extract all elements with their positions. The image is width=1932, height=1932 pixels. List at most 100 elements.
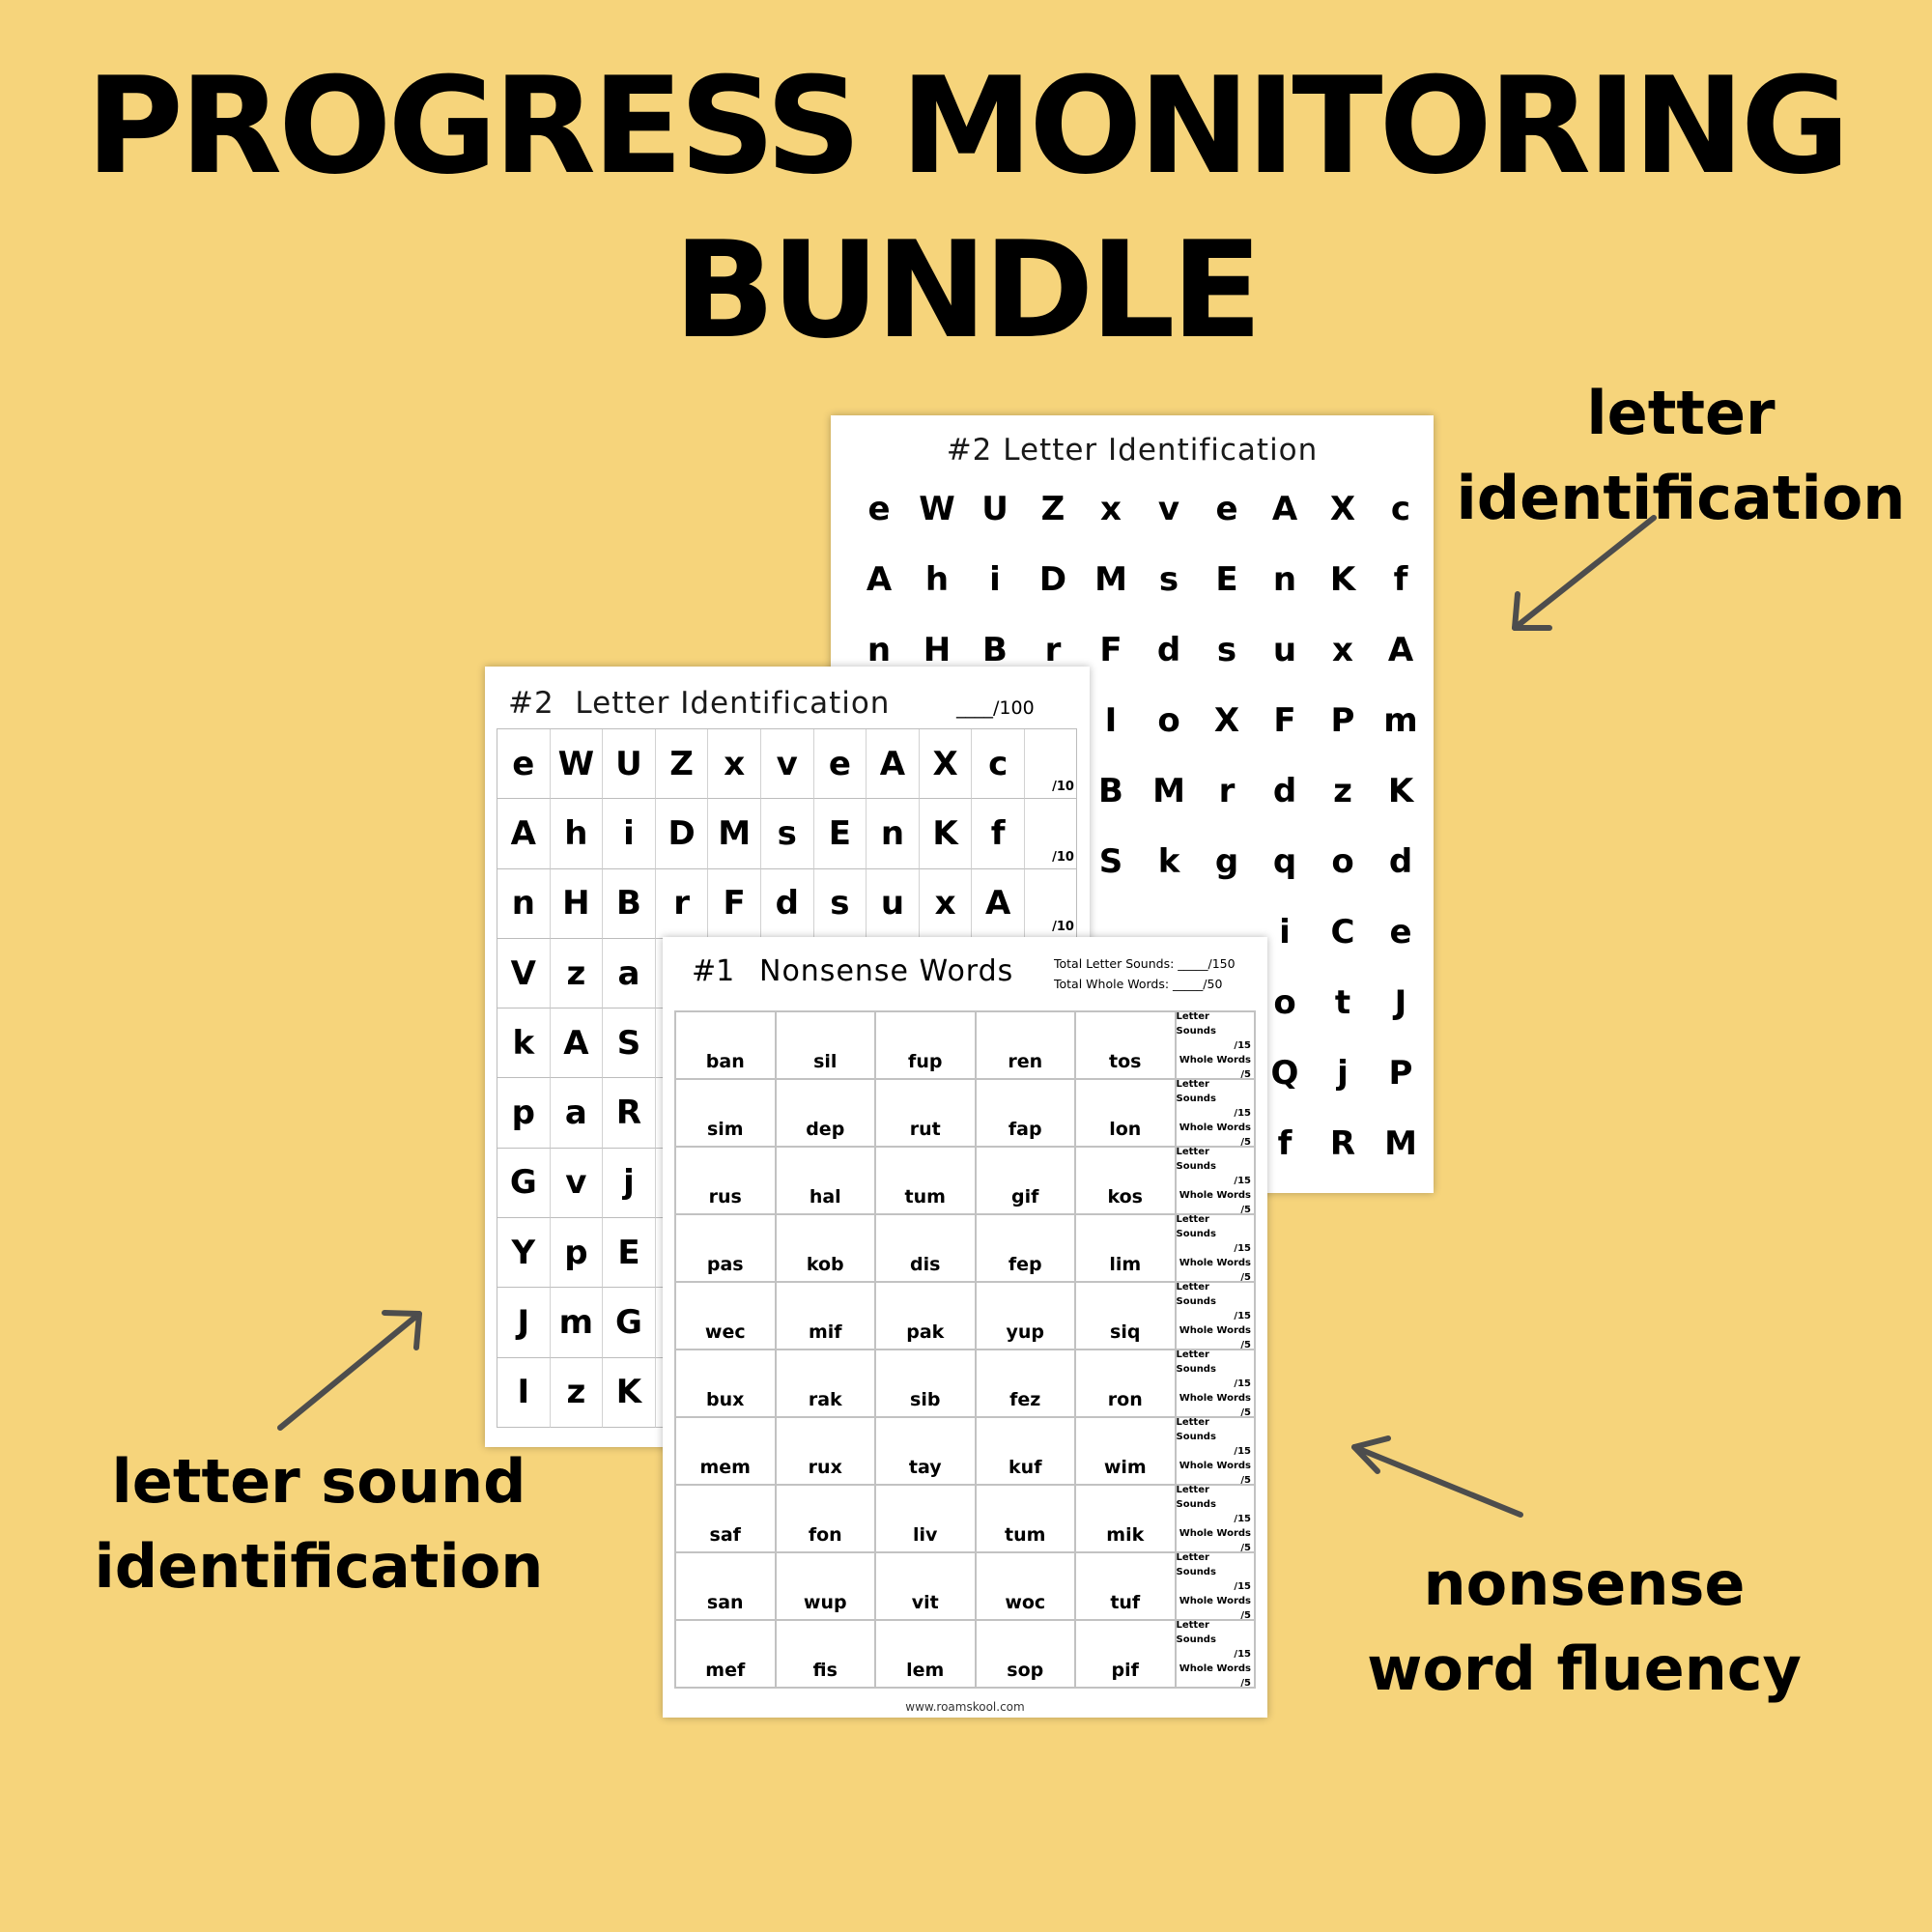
score-label: /15 [1234, 1445, 1251, 1457]
nonsense-word-cell: lem [876, 1621, 977, 1689]
score-label: Letter Sounds [1176, 1551, 1216, 1577]
letter-cell: i [603, 799, 656, 869]
row-score: /10 [1024, 799, 1077, 869]
nonsense-word-cell: tay [876, 1418, 977, 1486]
score-label: /5 [1240, 1136, 1251, 1148]
letter-cell: K [603, 1357, 656, 1428]
nonsense-word-cell: sib [876, 1350, 977, 1418]
letter-cell: A [867, 729, 920, 800]
letter-cell: i [989, 559, 1001, 599]
score-label: /5 [1240, 1406, 1251, 1418]
score-label: Whole Words [1179, 1392, 1251, 1404]
score-label: /5 [1240, 1542, 1251, 1553]
letter-cell: H [923, 630, 952, 669]
nonsense-word-cell: san [676, 1553, 777, 1621]
nonsense-word-cell: tos [1076, 1012, 1177, 1080]
score-label: /5 [1240, 1271, 1251, 1283]
nonsense-word-cell: rus [676, 1148, 777, 1215]
letter-cell: F [1273, 700, 1296, 740]
letter-cell: Z [655, 729, 709, 800]
letter-cell: H [550, 868, 604, 939]
callout-line: word fluency [1367, 1634, 1802, 1704]
row-score: /10 [1024, 729, 1077, 800]
score-label: /15 [1234, 1107, 1251, 1119]
total-whole-words: Total Whole Words: _____/50 [1054, 977, 1223, 991]
letter-cell: e [1389, 912, 1412, 952]
letter-cell: k [497, 1009, 551, 1079]
letter-cell: r [1044, 630, 1062, 669]
letter-cell: d [1388, 841, 1413, 881]
letter-cell: f [1393, 559, 1408, 599]
letter-cell: e [1215, 489, 1238, 528]
website-footer: www.roamskool.com [905, 1700, 1025, 1714]
nonsense-word-cell: mif [776, 1283, 876, 1350]
letter-cell: g [1214, 841, 1239, 881]
nonsense-word-cell: fup [876, 1012, 977, 1080]
letter-cell: S [1098, 841, 1123, 881]
letter-cell: a [603, 938, 656, 1009]
letter-cell: J [497, 1288, 551, 1358]
total-score: ____/100 [956, 697, 1035, 719]
score-label: /5 [1240, 1068, 1251, 1080]
letter-cell: E [813, 799, 867, 869]
nonsense-word-cell: ren [976, 1012, 1076, 1080]
letter-cell: v [550, 1148, 604, 1219]
callout-line: letter sound [111, 1446, 526, 1517]
nonsense-word-cell: sil [776, 1012, 876, 1080]
callout-line: identification [94, 1531, 544, 1602]
score-label: Letter Sounds [1176, 1146, 1216, 1172]
total-letter-sounds: Total Letter Sounds: _____/150 [1054, 956, 1236, 971]
score-label: /15 [1234, 1378, 1251, 1389]
nonsense-word-cell: dis [876, 1215, 977, 1283]
nonsense-word-cell: mem [676, 1418, 777, 1486]
letter-cell: S [603, 1009, 656, 1079]
score-label: /15 [1234, 1513, 1251, 1524]
letter-cell: A [1387, 630, 1414, 669]
score-label: Letter Sounds [1176, 1010, 1216, 1037]
letter-cell: J [1394, 982, 1407, 1022]
nonsense-word-cell: siq [1076, 1283, 1177, 1350]
letter-cell: x [708, 729, 761, 800]
nonsense-word-cell: vit [876, 1553, 977, 1621]
letter-cell: M [708, 799, 761, 869]
letter-cell: B [1098, 771, 1123, 810]
letter-cell: P [1330, 700, 1355, 740]
nonsense-word-cell: tum [976, 1486, 1076, 1553]
letter-cell: X [1329, 489, 1356, 528]
letter-cell: W [919, 489, 955, 528]
score-label: Letter Sounds [1176, 1281, 1216, 1307]
letter-cell: M [1384, 1123, 1417, 1163]
nonsense-word-cell: yup [976, 1283, 1076, 1350]
nonsense-word-cell: rut [876, 1080, 977, 1148]
score-label: /15 [1234, 1242, 1251, 1254]
letter-cell: n [1272, 559, 1297, 599]
letter-cell: e [867, 489, 891, 528]
letter-cell: Y [497, 1218, 551, 1289]
letter-cell: Q [1270, 1053, 1299, 1093]
letter-cell: j [603, 1148, 656, 1219]
letter-cell: k [1157, 841, 1180, 881]
letter-cell: A [866, 559, 893, 599]
score-label: Whole Words [1179, 1122, 1251, 1133]
letter-cell: x [1100, 489, 1122, 528]
score-label: /15 [1234, 1039, 1251, 1051]
letter-cell: o [1331, 841, 1354, 881]
score-label: Letter Sounds [1176, 1416, 1216, 1442]
nonsense-word-cell: liv [876, 1486, 977, 1553]
sheet-title-text: Letter Identification [575, 686, 891, 721]
nonsense-word-cell: lim [1076, 1215, 1177, 1283]
headline-line-2: BUNDLE [673, 213, 1263, 368]
score-label: Whole Words [1179, 1662, 1251, 1674]
score-label: Whole Words [1179, 1324, 1251, 1336]
letter-cell: p [497, 1078, 551, 1149]
score-label: /5 [1240, 1474, 1251, 1486]
letter-cell: n [497, 868, 551, 939]
nonsense-word-cell: lon [1076, 1080, 1177, 1148]
letter-cell: n [867, 799, 920, 869]
